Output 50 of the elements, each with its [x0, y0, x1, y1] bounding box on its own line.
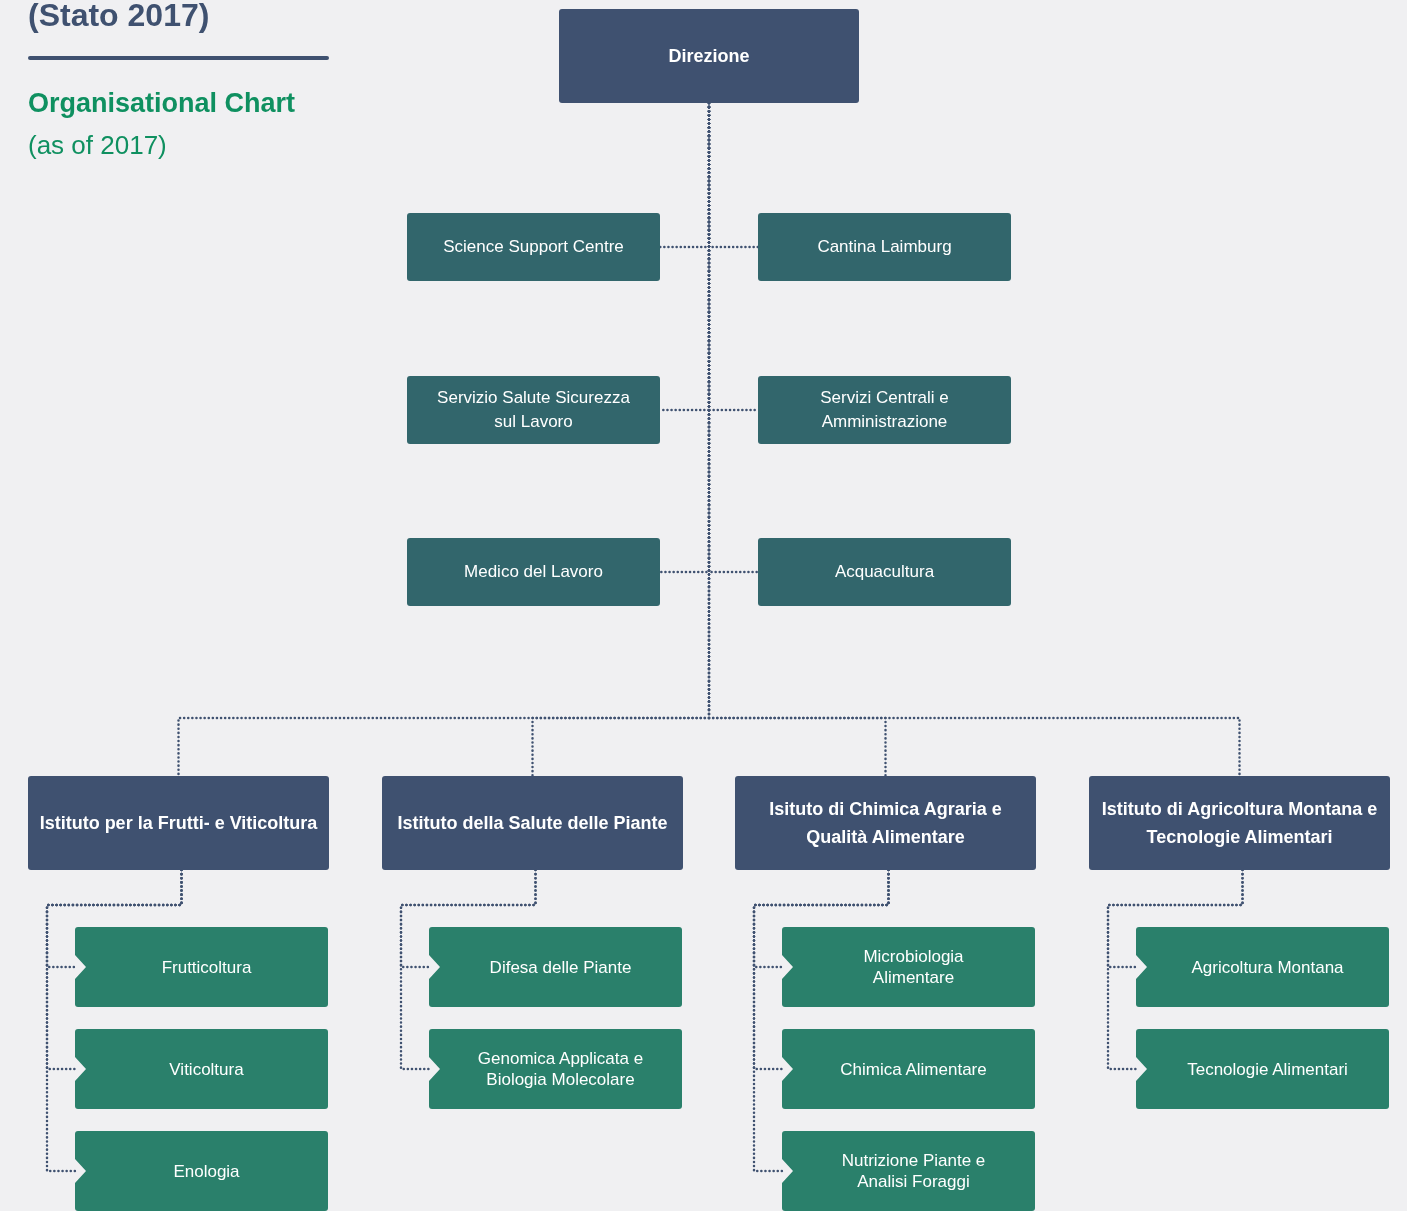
- unit-name: Nutrizione Piante e Analisi Foraggi: [840, 1150, 987, 1192]
- subheading-text: Organisational Chart: [28, 88, 296, 119]
- unit-name: Istituto della Salute delle Piante: [397, 812, 668, 835]
- org-box: [429, 927, 682, 1007]
- org-box: [1089, 776, 1390, 870]
- date-note: (as of 2017): [28, 130, 167, 161]
- unit-name: Enologia: [173, 1160, 240, 1182]
- unit-name: Istituto per la Frutti- e Viticoltura: [39, 812, 318, 835]
- unit-name: Acquacultura: [834, 561, 935, 583]
- unit-name: Direzione: [668, 45, 750, 68]
- org-box: [407, 213, 660, 281]
- org-box: [1136, 927, 1389, 1007]
- org-box: [75, 1131, 328, 1211]
- heading-text: (Stato 2017): [28, 0, 210, 33]
- org-box: [407, 538, 660, 606]
- connector-line: [707, 101, 1241, 778]
- unit-name: Microbiologia Alimentare: [862, 946, 965, 988]
- org-box: [28, 776, 329, 870]
- unit-name: Isituto di Chimica Agraria e Qualità Alimentare: [768, 798, 1003, 849]
- unit-name: Genomica Applicata e Biologia Molecolare: [476, 1048, 645, 1090]
- connector-line: [752, 868, 890, 1173]
- org-box: [782, 1131, 1035, 1211]
- connector-line: [399, 868, 537, 1071]
- unit-name: Viticoltura: [169, 1058, 244, 1080]
- connector-line: [1106, 868, 1244, 1071]
- unit-name: Cantina Laimburg: [817, 236, 952, 258]
- unit-name: Istituto di Agricoltura Montana e Tecnologie Alimentari: [1100, 798, 1379, 849]
- org-box: [758, 376, 1011, 444]
- connector-line: [45, 868, 183, 1173]
- org-box: [75, 1029, 328, 1109]
- unit-name: Science Support Centre: [443, 236, 624, 258]
- org-box: [429, 1029, 682, 1109]
- org-box: [382, 776, 683, 870]
- org-box: [782, 1029, 1035, 1109]
- unit-name: Agricoltura Montana: [1191, 956, 1344, 978]
- org-box: [758, 213, 1011, 281]
- org-box: [407, 376, 660, 444]
- unit-name: Frutticoltura: [161, 956, 252, 978]
- unit-name: Difesa delle Piante: [489, 956, 632, 978]
- unit-name: Medico del Lavoro: [464, 561, 603, 583]
- unit-name: Tecnologie Alimentari: [1187, 1058, 1348, 1080]
- unit-name: Servizio Salute Sicurezza sul Lavoro: [437, 387, 630, 433]
- unit-name: Chimica Alimentare: [840, 1058, 987, 1080]
- org-box: [782, 927, 1035, 1007]
- org-box: [559, 9, 859, 103]
- org-box: [735, 776, 1036, 870]
- org-box: [75, 927, 328, 1007]
- unit-name: Servizi Centrali e Amministrazione: [819, 387, 950, 433]
- org-box: [758, 538, 1011, 606]
- org-box: [1136, 1029, 1389, 1109]
